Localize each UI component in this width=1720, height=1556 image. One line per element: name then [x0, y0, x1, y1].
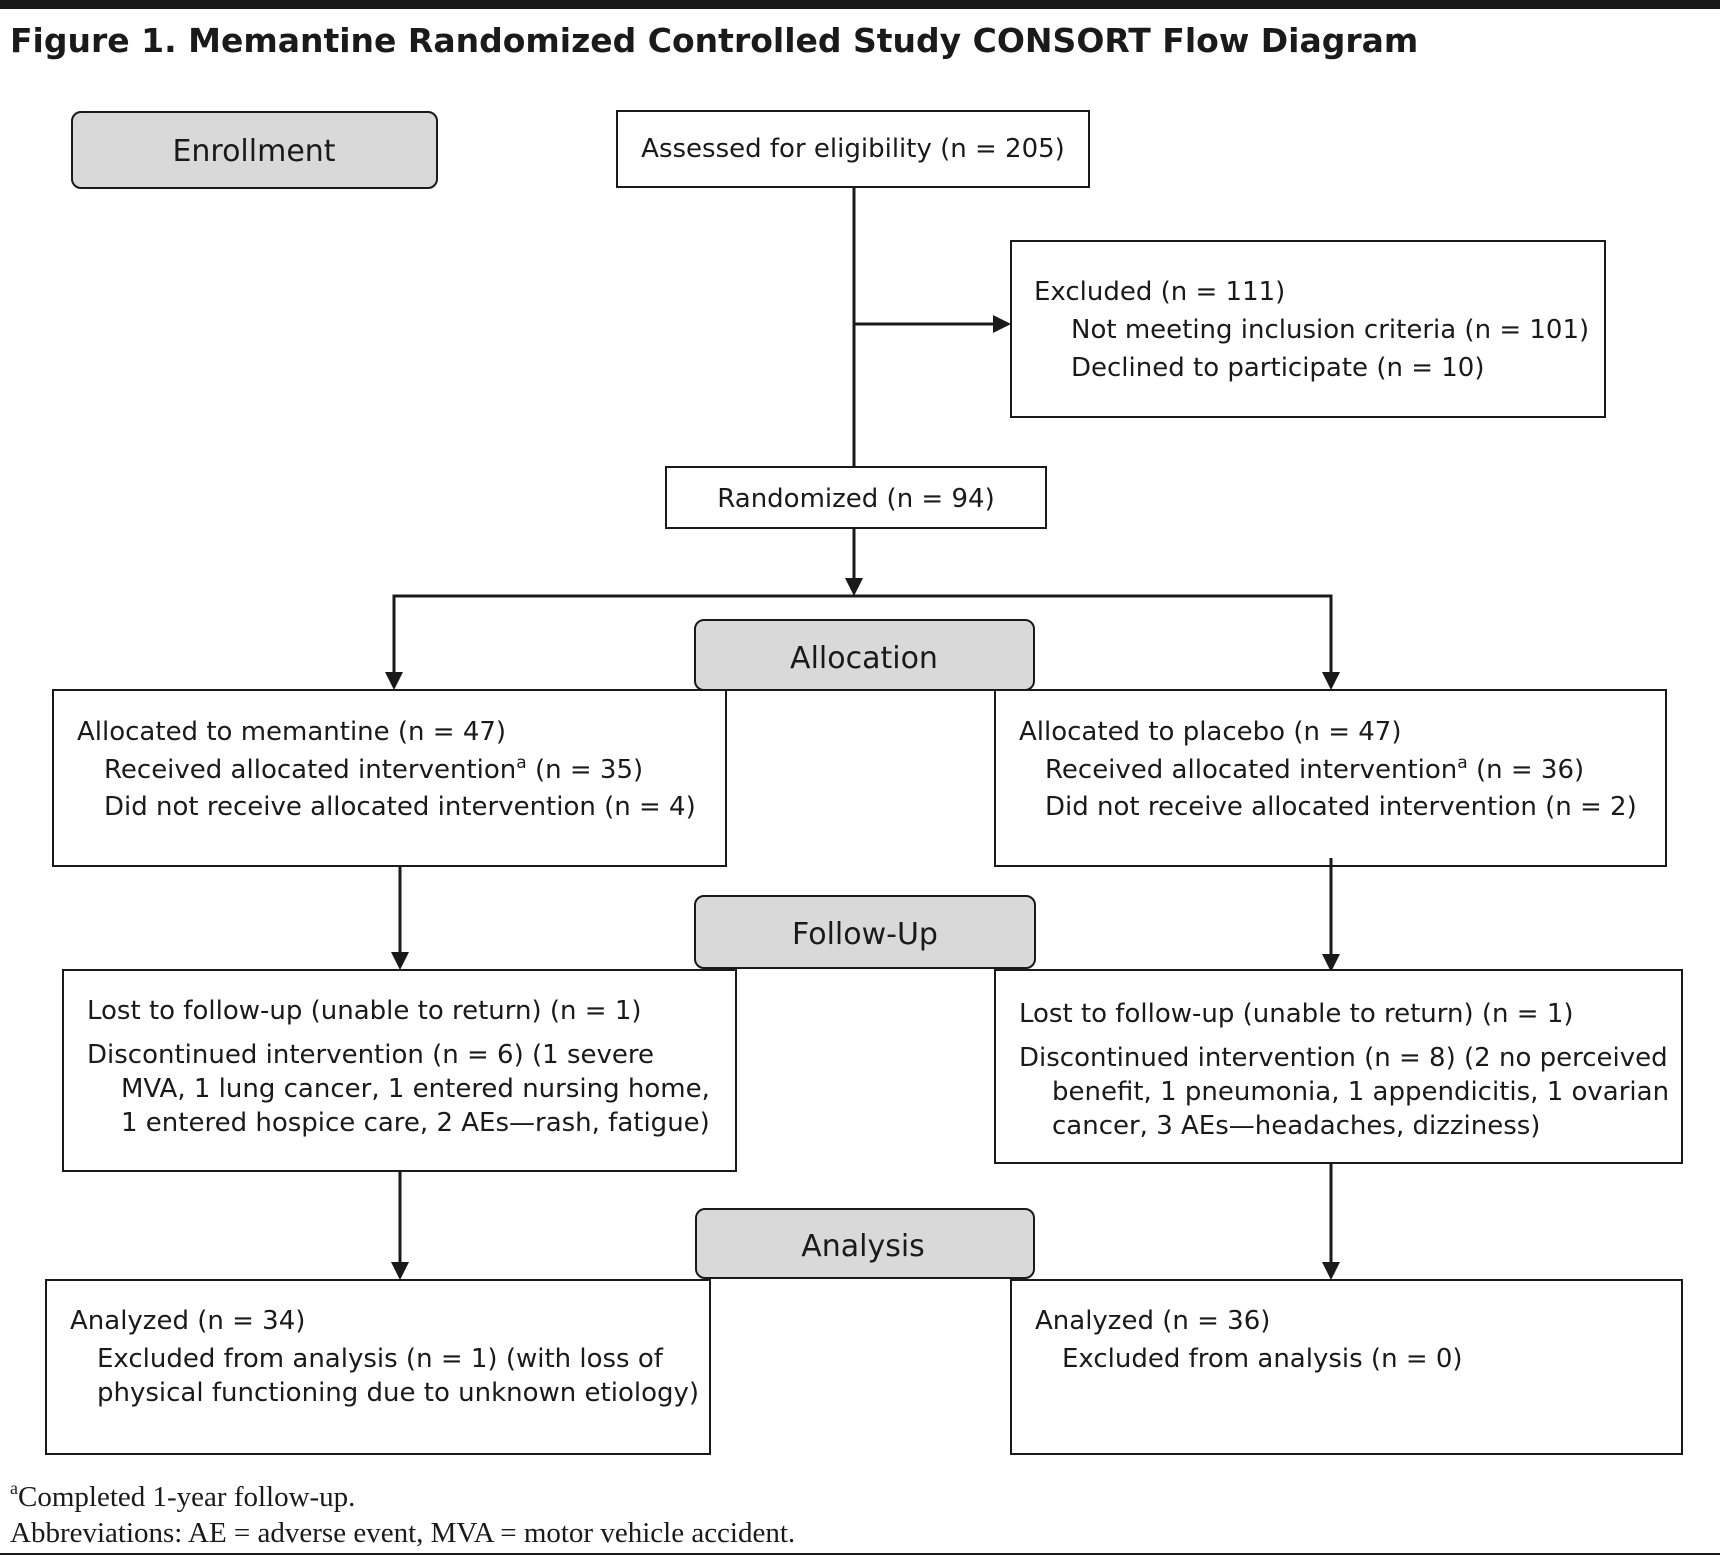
- stage-enrollment-box: [71, 111, 438, 189]
- footnote-completed: aCompleted 1-year follow-up.: [10, 1478, 355, 1513]
- arrowhead-split: [845, 578, 863, 596]
- followup-placebo-lost: Lost to follow-up (unable to return) (n …: [1019, 999, 1574, 1029]
- analysis-memantine-excluded: Excluded from analysis (n = 1) (with los…: [97, 1344, 664, 1374]
- stage-followup-label: Follow-Up: [792, 917, 938, 952]
- allocation-placebo-box: [994, 689, 1667, 867]
- excluded-line-2: Declined to participate (n = 10): [1071, 353, 1485, 383]
- analysis-placebo-box: [1010, 1279, 1683, 1455]
- analysis-placebo-title: Analyzed (n = 36): [1035, 1306, 1270, 1336]
- footnote-abbreviations: Abbreviations: AE = adverse event, MVA =…: [10, 1517, 795, 1549]
- randomized-label: Randomized (n = 94): [717, 484, 994, 514]
- randomized-box: [665, 466, 1047, 529]
- top-rule: [0, 0, 1720, 9]
- analysis-memantine-title: Analyzed (n = 34): [70, 1306, 305, 1336]
- followup-placebo-line-3: cancer, 3 AEs—headaches, dizziness): [1052, 1111, 1540, 1141]
- followup-memantine-line-3: 1 entered hospice care, 2 AEs—rash, fati…: [121, 1108, 710, 1138]
- figure-title: Figure 1. Memantine Randomized Controlle…: [10, 21, 1418, 60]
- arrowhead-placebo-followup: [1322, 954, 1340, 972]
- stage-followup-box: [694, 895, 1036, 969]
- followup-memantine-lost: Lost to follow-up (unable to return) (n …: [87, 996, 642, 1026]
- allocation-placebo-received: Received allocated interventiona (n = 36…: [1045, 753, 1584, 785]
- stage-allocation-box: [694, 619, 1035, 691]
- stage-enrollment-label: Enrollment: [172, 134, 335, 169]
- assessed-label: Assessed for eligibility (n = 205): [641, 134, 1065, 164]
- stage-analysis-label: Analysis: [801, 1229, 925, 1264]
- allocation-memantine-box: [52, 689, 727, 867]
- stage-analysis-box: [695, 1208, 1035, 1279]
- arrowhead-memantine-followup: [391, 952, 409, 970]
- excluded-line-1: Not meeting inclusion criteria (n = 101): [1071, 315, 1589, 345]
- stage-allocation-label: Allocation: [790, 641, 938, 676]
- arrowhead-memantine-analysis: [391, 1262, 409, 1280]
- arrowhead-placebo-allocation: [1322, 672, 1340, 690]
- allocation-placebo-title: Allocated to placebo (n = 47): [1019, 717, 1401, 747]
- followup-placebo-line-2: benefit, 1 pneumonia, 1 appendicitis, 1 …: [1052, 1077, 1669, 1107]
- analysis-memantine-line-2: physical functioning due to unknown etio…: [97, 1378, 699, 1408]
- excluded-box: [1010, 240, 1606, 418]
- allocation-memantine-title: Allocated to memantine (n = 47): [77, 717, 506, 747]
- followup-memantine-discontinued: Discontinued intervention (n = 6) (1 sev…: [87, 1040, 654, 1070]
- arrowhead-excluded: [993, 315, 1011, 333]
- allocation-memantine-received: Received allocated interventiona (n = 35…: [104, 753, 643, 785]
- allocation-placebo-not-received: Did not receive allocated intervention (…: [1045, 792, 1637, 822]
- assessed-box: [616, 110, 1090, 188]
- allocation-memantine-not-received: Did not receive allocated intervention (…: [104, 792, 696, 822]
- followup-placebo-box: [994, 969, 1683, 1164]
- analysis-placebo-excluded: Excluded from analysis (n = 0): [1062, 1344, 1463, 1374]
- arrowhead-placebo-analysis: [1322, 1262, 1340, 1280]
- connector-allocation-branches: [392, 594, 1333, 672]
- followup-memantine-line-2: MVA, 1 lung cancer, 1 entered nursing ho…: [121, 1074, 710, 1104]
- bottom-rule: [0, 1553, 1720, 1555]
- excluded-title: Excluded (n = 111): [1034, 277, 1285, 307]
- followup-placebo-discontinued: Discontinued intervention (n = 8) (2 no …: [1019, 1043, 1668, 1073]
- analysis-memantine-box: [45, 1279, 711, 1455]
- arrowhead-memantine-allocation: [385, 672, 403, 690]
